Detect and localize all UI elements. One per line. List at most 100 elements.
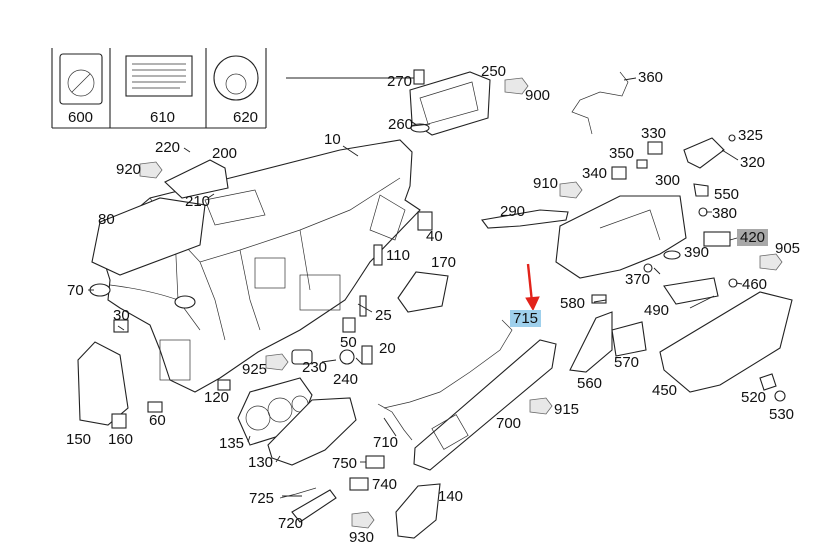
- label-490: 490: [644, 302, 670, 319]
- label-25: 25: [375, 307, 392, 324]
- label-915: 915: [554, 401, 580, 418]
- label-530: 530: [769, 406, 795, 423]
- label-290: 290: [500, 203, 526, 220]
- label-570: 570: [614, 354, 640, 371]
- label-750: 750: [332, 455, 358, 472]
- bracket-560: [569, 311, 613, 373]
- clip-60: [147, 401, 163, 413]
- label-350: 350: [609, 145, 635, 162]
- bolt-20: [361, 345, 373, 365]
- label-60: 60: [149, 412, 166, 429]
- side-panel-150: [77, 341, 129, 426]
- bezel-140: [395, 483, 441, 539]
- washer-530: [774, 390, 786, 402]
- screw-325: [728, 134, 736, 142]
- label-390: 390: [684, 244, 710, 261]
- trim-vent-700: [431, 414, 469, 450]
- grommet-460: [728, 278, 738, 288]
- bolt-25: [359, 295, 367, 317]
- cover-200: [164, 159, 229, 199]
- label-710: 710: [373, 434, 399, 451]
- label-620: 620: [233, 109, 259, 126]
- label-300: 300: [655, 172, 681, 189]
- clip-30: [113, 319, 129, 333]
- label-80: 80: [98, 211, 115, 228]
- label-135: 135: [219, 435, 245, 452]
- label-320: 320: [740, 154, 766, 171]
- label-610: 610: [150, 109, 176, 126]
- label-220: 220: [155, 139, 181, 156]
- label-170: 170: [431, 254, 457, 271]
- part-340: [611, 166, 627, 180]
- label-230: 230: [302, 359, 328, 376]
- ring-370: [643, 263, 653, 273]
- switch-320: [683, 137, 725, 169]
- glovebox-300: [555, 195, 687, 279]
- tag-930: [351, 511, 375, 529]
- label-925: 925: [242, 361, 268, 378]
- trim-strip-700: [413, 339, 557, 471]
- label-360: 360: [638, 69, 664, 86]
- label-240: 240: [333, 371, 359, 388]
- label-370: 370: [625, 271, 651, 288]
- cable-715: [383, 319, 513, 409]
- panel-570: [611, 321, 647, 357]
- clip-40: [417, 211, 433, 231]
- label-330: 330: [641, 125, 667, 142]
- display-250: [409, 71, 491, 136]
- label-210: 210: [185, 193, 211, 210]
- tag-915: [529, 397, 553, 415]
- label-130: 130: [248, 454, 274, 471]
- label-740: 740: [372, 476, 398, 493]
- cluster-cover-130: [267, 397, 357, 466]
- cable-710: [377, 403, 413, 441]
- label-10: 10: [324, 131, 341, 148]
- warning-labels-table: [51, 48, 267, 129]
- part-550: [693, 183, 709, 197]
- tag-900: [504, 77, 529, 95]
- bracket-720: [291, 489, 337, 523]
- label-715: 715: [510, 310, 542, 327]
- part-350: [636, 159, 648, 169]
- label-920: 920: [116, 161, 142, 178]
- screw-380: [698, 207, 708, 217]
- part-750: [365, 455, 385, 469]
- tag-920: [139, 161, 163, 179]
- label-140: 140: [438, 488, 464, 505]
- label-930: 930: [349, 529, 375, 546]
- label-200: 200: [212, 145, 238, 162]
- screw-270: [413, 69, 425, 85]
- cover-panel-80: [91, 197, 206, 276]
- screw-110: [373, 244, 383, 266]
- label-70: 70: [67, 282, 84, 299]
- switch-420: [703, 231, 731, 247]
- label-340: 340: [582, 165, 608, 182]
- label-450: 450: [652, 382, 678, 399]
- glovebox-lid-450: [659, 291, 793, 393]
- latch-490: [663, 277, 719, 305]
- label-725: 725: [249, 490, 275, 507]
- clip-160: [111, 413, 127, 429]
- label-700: 700: [496, 415, 522, 432]
- label-270: 270: [387, 73, 413, 90]
- label-900: 900: [525, 87, 551, 104]
- highlight-arrow: [525, 263, 540, 312]
- label-30: 30: [113, 307, 130, 324]
- label-720: 720: [278, 515, 304, 532]
- vent-925: [291, 349, 313, 365]
- label-150: 150: [66, 431, 92, 448]
- part-740: [349, 477, 369, 491]
- label-260: 260: [388, 116, 414, 133]
- tag-905: [759, 253, 783, 271]
- part-330: [647, 141, 663, 155]
- display-170: [397, 271, 449, 313]
- label-560: 560: [577, 375, 603, 392]
- label-580: 580: [560, 295, 586, 312]
- leader-lines: [88, 77, 743, 497]
- label-380: 380: [712, 205, 738, 222]
- cable-725: [279, 487, 317, 499]
- label-110: 110: [386, 247, 410, 264]
- label-420: 420: [737, 229, 769, 246]
- label-20: 20: [379, 340, 396, 357]
